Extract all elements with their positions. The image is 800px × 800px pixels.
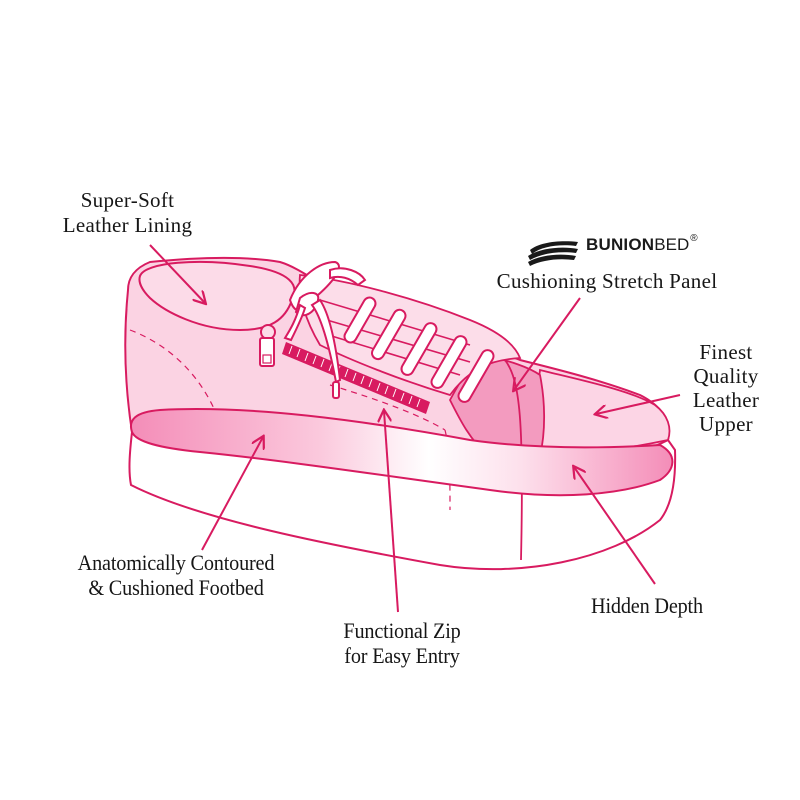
callout-depth-line-1: Hidden Depth — [591, 593, 703, 618]
callout-depth: Hidden Depth — [569, 593, 725, 618]
brand-name-light: BED — [654, 235, 690, 254]
arrow-stretch-panel — [514, 297, 581, 390]
callout-zip-line-1: Functional Zip — [343, 618, 461, 643]
shoelaces — [283, 260, 495, 403]
registered-mark: ® — [690, 233, 698, 244]
callout-lining-line-2: Leather Lining — [62, 213, 193, 237]
arrow-depth — [574, 467, 656, 585]
arrow-zip — [384, 411, 399, 613]
callout-upper-line-2: Quality — [693, 364, 759, 388]
callout-footbed-line-2: & Cushioned Footbed — [88, 575, 264, 600]
callout-upper-line-1: Finest — [699, 340, 753, 364]
callout-footbed-line-1: Anatomically Contoured — [77, 550, 275, 575]
callout-footbed: Anatomically Contoured & Cushioned Footb… — [47, 550, 305, 600]
callout-zip: Functional Zip for Easy Entry — [319, 618, 485, 668]
callout-zip-line-2: for Easy Entry — [344, 643, 460, 668]
brand-logo: BUNIONBED® — [528, 233, 698, 254]
callout-upper-line-4: Upper — [699, 412, 753, 436]
callout-stretch-panel-line-1: Cushioning Stretch Panel — [496, 269, 718, 293]
arrow-upper — [596, 394, 681, 414]
brand-name: BUNIONBED® — [586, 233, 698, 254]
zipper — [259, 324, 430, 414]
callout-upper: Finest Quality Leather Upper — [676, 340, 776, 436]
callout-lining: Super-Soft Leather Lining — [40, 188, 215, 238]
callout-lining-line-1: Super-Soft — [80, 188, 175, 212]
arrow-footbed — [201, 437, 263, 551]
brand-name-bold: BUNION — [586, 235, 655, 254]
callout-arrows — [149, 244, 681, 613]
arrow-lining — [149, 244, 205, 303]
callout-upper-line-3: Leather — [692, 388, 760, 412]
callout-stretch-panel: Cushioning Stretch Panel — [462, 269, 752, 294]
swoosh-stripes-icon — [528, 241, 578, 266]
footbed — [130, 408, 674, 497]
